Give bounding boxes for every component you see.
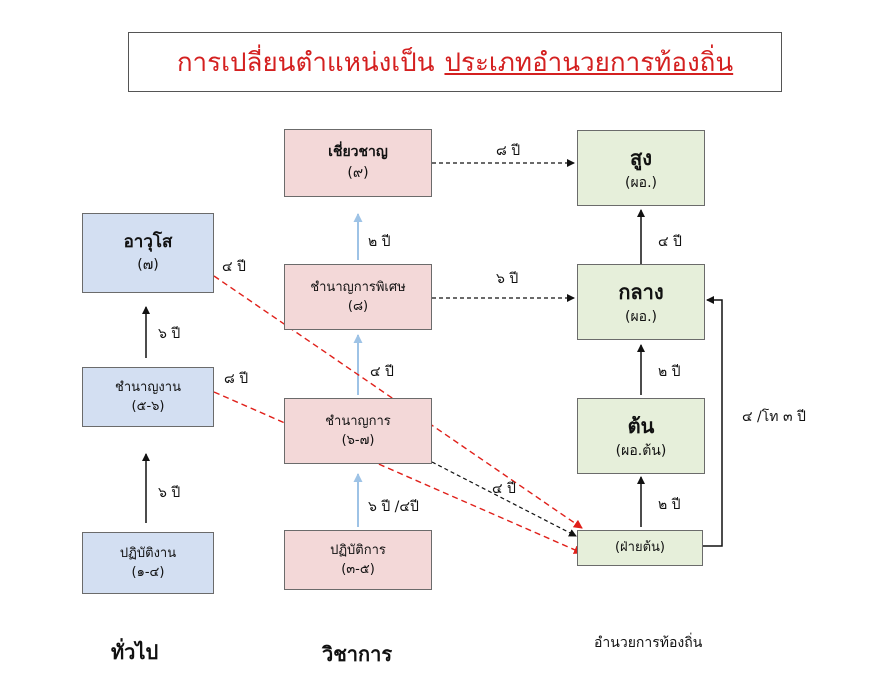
arrow-division-to-middle-side bbox=[703, 296, 723, 547]
footer-general: ทั่วไป bbox=[111, 640, 159, 664]
box-initial: ต้น (ผอ.ต้น) bbox=[577, 398, 705, 474]
label-side-path: ๔ /โท ๓ ปี bbox=[742, 409, 806, 425]
title-main: การเปลี่ยนตำแหน่งเป็น bbox=[176, 47, 435, 78]
box-operator-name: ปฏิบัติงาน bbox=[119, 545, 177, 561]
red-arrow-skilled-worker-to-division bbox=[213, 391, 583, 554]
box-operator-level: (๑-๔) bbox=[131, 565, 165, 580]
label-special-to-expert: ๒ ปี bbox=[368, 234, 391, 250]
box-high-level: (ผอ.) bbox=[625, 174, 657, 191]
box-professional-level: (๖-๗) bbox=[341, 433, 375, 448]
label-skilled-to-division: ๔ ปี bbox=[492, 481, 516, 497]
footer-academic: วิชาการ bbox=[322, 642, 393, 666]
label-practitioner-to-skilled: ๖ ปี /๔ปี bbox=[368, 499, 419, 515]
label-red-from-senior: ๔ ปี bbox=[222, 259, 246, 275]
box-professional-name: ชำนาญการ bbox=[325, 413, 391, 429]
label-red-from-skilled-worker: ๘ ปี bbox=[224, 371, 249, 387]
label-division-to-initial: ๒ ปี bbox=[658, 497, 681, 513]
box-expert: เชี่ยวชาญ (๙) bbox=[284, 129, 432, 197]
box-senior-professional: ชำนาญการพิเศษ (๘) bbox=[284, 264, 432, 330]
box-senior: อาวุโส (๗) bbox=[82, 213, 214, 293]
label-skilled-to-special: ๔ ปี bbox=[370, 364, 394, 380]
box-initial-name: ต้น bbox=[627, 413, 655, 438]
box-skilled-worker: ชำนาญงาน (๕-๖) bbox=[82, 367, 214, 427]
label-general-lower: ๖ ปี bbox=[158, 485, 181, 501]
box-division-name: (ฝ่ายต้น) bbox=[614, 540, 665, 556]
box-senior-name: อาวุโส bbox=[123, 231, 173, 252]
box-skilled-worker-name: ชำนาญงาน bbox=[115, 379, 181, 395]
box-high-name: สูง bbox=[630, 145, 652, 170]
box-practitioner-level: (๓-๕) bbox=[341, 562, 375, 577]
box-middle-name: กลาง bbox=[618, 279, 664, 304]
box-initial-level: (ผอ.ต้น) bbox=[615, 442, 667, 459]
title-underlined: ประเภทอำนวยการท้องถิ่น bbox=[444, 47, 734, 78]
box-middle: กลาง (ผอ.) bbox=[577, 264, 705, 340]
box-senior-level: (๗) bbox=[137, 257, 159, 274]
arrow-skilled-to-division bbox=[431, 461, 577, 537]
box-professional: ชำนาญการ (๖-๗) bbox=[284, 398, 432, 464]
box-skilled-worker-level: (๕-๖) bbox=[131, 399, 165, 414]
label-expert-to-high: ๘ ปี bbox=[496, 143, 521, 159]
box-high: สูง (ผอ.) bbox=[577, 130, 705, 206]
label-middle-to-high: ๔ ปี bbox=[658, 234, 682, 250]
footer-executive: อำนวยการท้องถิ่น bbox=[594, 635, 703, 651]
box-practitioner-name: ปฏิบัติการ bbox=[330, 542, 386, 558]
box-division: (ฝ่ายต้น) bbox=[577, 530, 703, 566]
box-senior-professional-name: ชำนาญการพิเศษ bbox=[310, 279, 406, 295]
box-operator: ปฏิบัติงาน (๑-๔) bbox=[82, 532, 214, 594]
box-middle-level: (ผอ.) bbox=[625, 308, 657, 325]
box-expert-level: (๙) bbox=[347, 165, 369, 181]
title-box: การเปลี่ยนตำแหน่งเป็น ประเภทอำนวยการท้อง… bbox=[128, 32, 782, 92]
box-expert-name: เชี่ยวชาญ bbox=[328, 144, 388, 160]
label-initial-to-middle: ๒ ปี bbox=[658, 364, 681, 380]
label-special-to-middle: ๖ ปี bbox=[496, 271, 519, 287]
box-senior-professional-level: (๘) bbox=[347, 299, 369, 314]
box-practitioner: ปฏิบัติการ (๓-๕) bbox=[284, 530, 432, 590]
label-general-upper: ๖ ปี bbox=[158, 326, 181, 342]
